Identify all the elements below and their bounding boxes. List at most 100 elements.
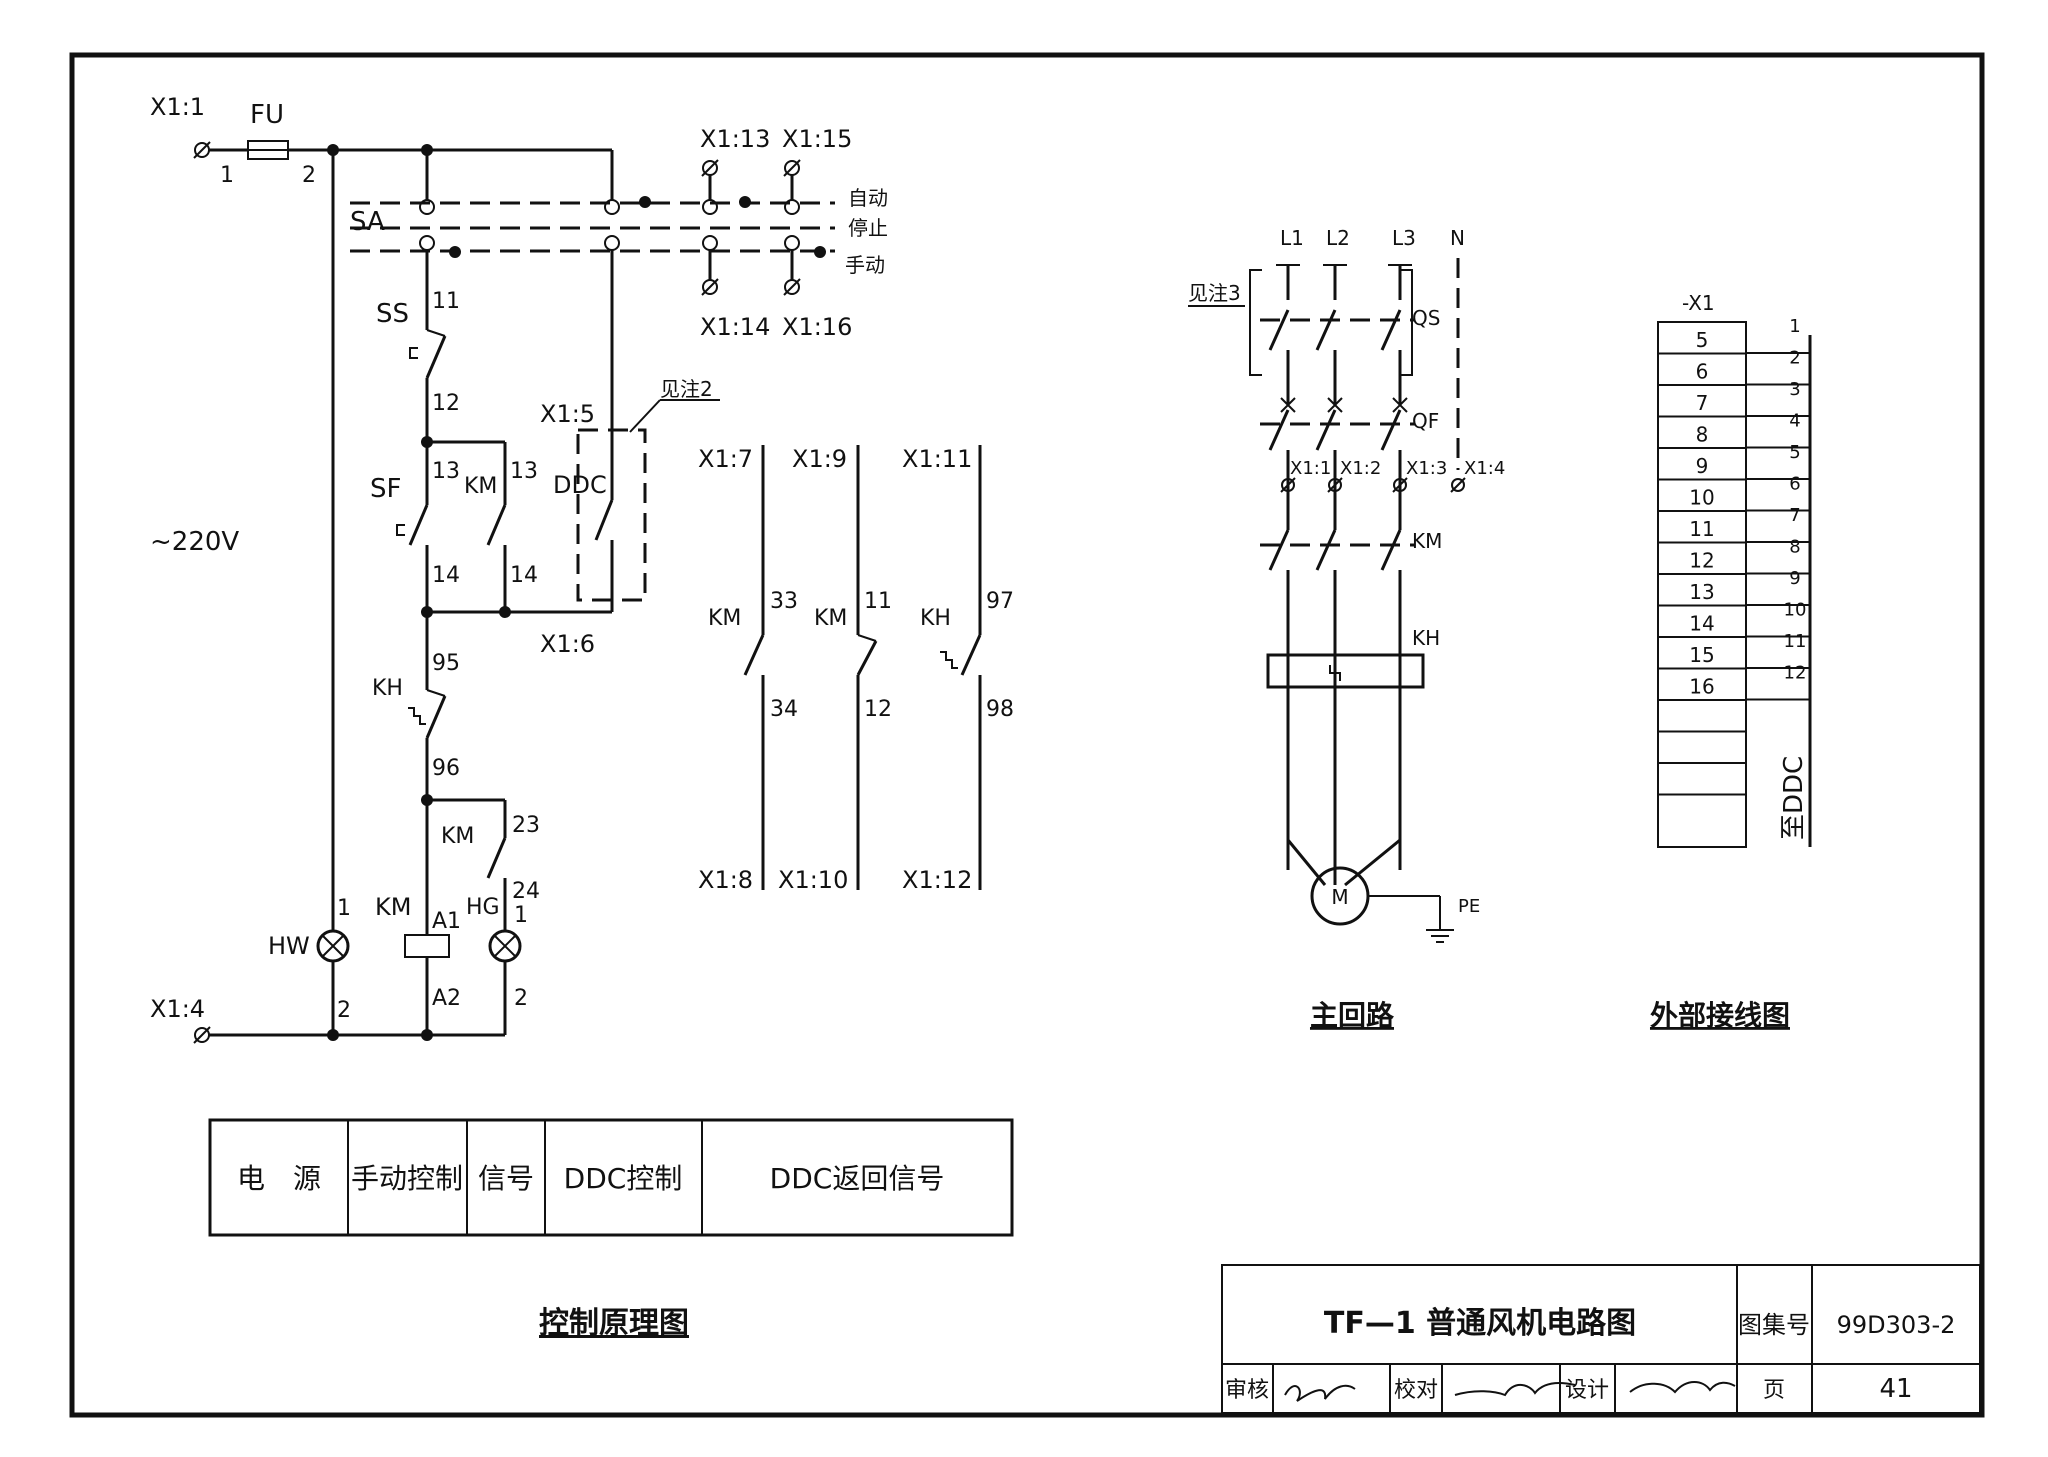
label-x1-13: X1:13 [700, 125, 770, 153]
label-34: 34 [770, 697, 798, 722]
label-t3: X1:3 [1406, 458, 1447, 479]
signature-review [1284, 1384, 1356, 1402]
label-km-33: KM [708, 606, 741, 631]
external-wiring-title: 外部接线图 [1650, 999, 1790, 1032]
label-l3: L3 [1392, 226, 1416, 250]
label-x1-4: X1:4 [150, 995, 205, 1023]
label-pe: PE [1458, 896, 1480, 917]
label-auto: 自动 [848, 186, 888, 210]
label-l1: L1 [1280, 226, 1304, 250]
terminal-number: 13 [1689, 580, 1714, 604]
label-ss-11: 11 [432, 289, 460, 314]
terminal-number: 9 [1696, 454, 1709, 478]
label-a2: A2 [432, 986, 461, 1011]
label-km-aux: KM [464, 474, 497, 499]
kh-contact [425, 695, 447, 739]
km-hold-contact [486, 504, 507, 546]
label-x1-10: X1:10 [778, 866, 848, 894]
main-circuit: L1 L2 L3 N 见注3 QS QF [1188, 226, 1505, 1032]
label-fu: FU [250, 100, 284, 130]
label-a1: A1 [432, 909, 461, 934]
label-x1-1: X1:1 [150, 93, 205, 121]
legend-power: 电 源 [237, 1162, 321, 1195]
label-sf-13: 13 [432, 459, 460, 484]
km-signal-contact [486, 837, 507, 879]
label-kh-main: KH [1412, 626, 1440, 650]
label-km-14: 14 [510, 563, 538, 588]
label-x1-6: X1:6 [540, 630, 595, 658]
ddc-wire-number: 4 [1789, 411, 1800, 432]
legend-ddc-control: DDC控制 [564, 1162, 683, 1195]
label-x1-16: X1:16 [782, 313, 852, 341]
ddc-wire-number: 1 [1789, 316, 1800, 337]
label-x1-15: X1:15 [782, 125, 852, 153]
terminal-number: 11 [1689, 517, 1714, 541]
label-km-24: 24 [512, 879, 540, 904]
label-hg-1: 1 [514, 903, 528, 928]
label-km-main: KM [1412, 529, 1442, 553]
check-label: 校对 [1394, 1378, 1438, 1403]
label-x1-8: X1:8 [698, 866, 753, 894]
label-x1-14: X1:14 [700, 313, 770, 341]
kh-signal-contact [960, 634, 982, 676]
label-fu-2: 2 [302, 163, 316, 188]
page-label: 页 [1763, 1378, 1785, 1403]
terminal-number: 14 [1689, 612, 1714, 636]
label-km-13: 13 [510, 459, 538, 484]
terminal-number: 6 [1696, 360, 1709, 384]
km-coil [404, 934, 450, 958]
review-label: 审核 [1225, 1378, 1269, 1403]
qf-contact-l1 [1268, 409, 1290, 451]
label-t4: X1:4 [1464, 458, 1505, 479]
label-hw: HW [268, 932, 310, 960]
ddc-wire-number: 2 [1789, 348, 1800, 369]
terminal-number: 5 [1696, 328, 1709, 352]
ddc-contact [594, 499, 614, 541]
label-qs: QS [1412, 306, 1440, 330]
label-voltage: ~220V [150, 527, 239, 557]
label-kh-95: 95 [432, 651, 460, 676]
signature-design [1629, 1381, 1736, 1394]
legend-signal: 信号 [478, 1162, 534, 1195]
label-x1-header: -X1 [1682, 291, 1715, 315]
label-note2: 见注2 [660, 377, 713, 401]
qs-contact-l3 [1380, 309, 1402, 351]
ddc-box [576, 428, 647, 602]
qf-contact-l2 [1315, 409, 1337, 451]
qf-contact-l3 [1380, 409, 1402, 451]
label-manual: 手动 [845, 253, 885, 277]
ddc-wire-number: 7 [1789, 505, 1800, 526]
control-schematic: X1:1 FU 1 2 SA 自动 [150, 93, 1014, 1044]
atlas-label: 图集号 [1738, 1311, 1810, 1339]
ddc-wire-number: 5 [1789, 442, 1800, 463]
label-sa: SA [350, 207, 385, 237]
label-33: 33 [770, 589, 798, 614]
legend-ddc-return: DDC返回信号 [770, 1162, 945, 1195]
ddc-wire-number: 8 [1789, 537, 1800, 558]
ddc-wire-number: 6 [1789, 474, 1800, 495]
ddc-wire-number: 11 [1784, 631, 1807, 652]
qs-contact-l2 [1315, 309, 1337, 351]
label-km-coil: KM [375, 893, 411, 921]
function-legend-table: 电 源 手动控制 信号 DDC控制 DDC返回信号 [208, 1118, 1014, 1237]
label-x1-9: X1:9 [792, 445, 847, 473]
label-qf: QF [1412, 409, 1439, 433]
label-x1-11: X1:11 [902, 445, 972, 473]
label-km-11: KM [814, 606, 847, 631]
control-diagram-title: 控制原理图 [539, 1306, 689, 1341]
label-kh-97: KH [920, 606, 951, 631]
label-sf: SF [370, 474, 401, 504]
main-circuit-title: 主回路 [1310, 999, 1395, 1032]
label-ss: SS [376, 299, 409, 329]
terminal-number: 10 [1689, 486, 1714, 510]
terminal-number: 8 [1696, 423, 1709, 447]
label-km-23: 23 [512, 813, 540, 838]
km-nc-contact [856, 640, 878, 676]
label-fu-1: 1 [220, 163, 234, 188]
signature-check [1454, 1382, 1576, 1397]
qs-contact-l1 [1268, 309, 1290, 351]
label-kh: KH [372, 676, 403, 701]
label-motor: M [1331, 885, 1348, 909]
label-hw-2: 2 [337, 998, 351, 1023]
